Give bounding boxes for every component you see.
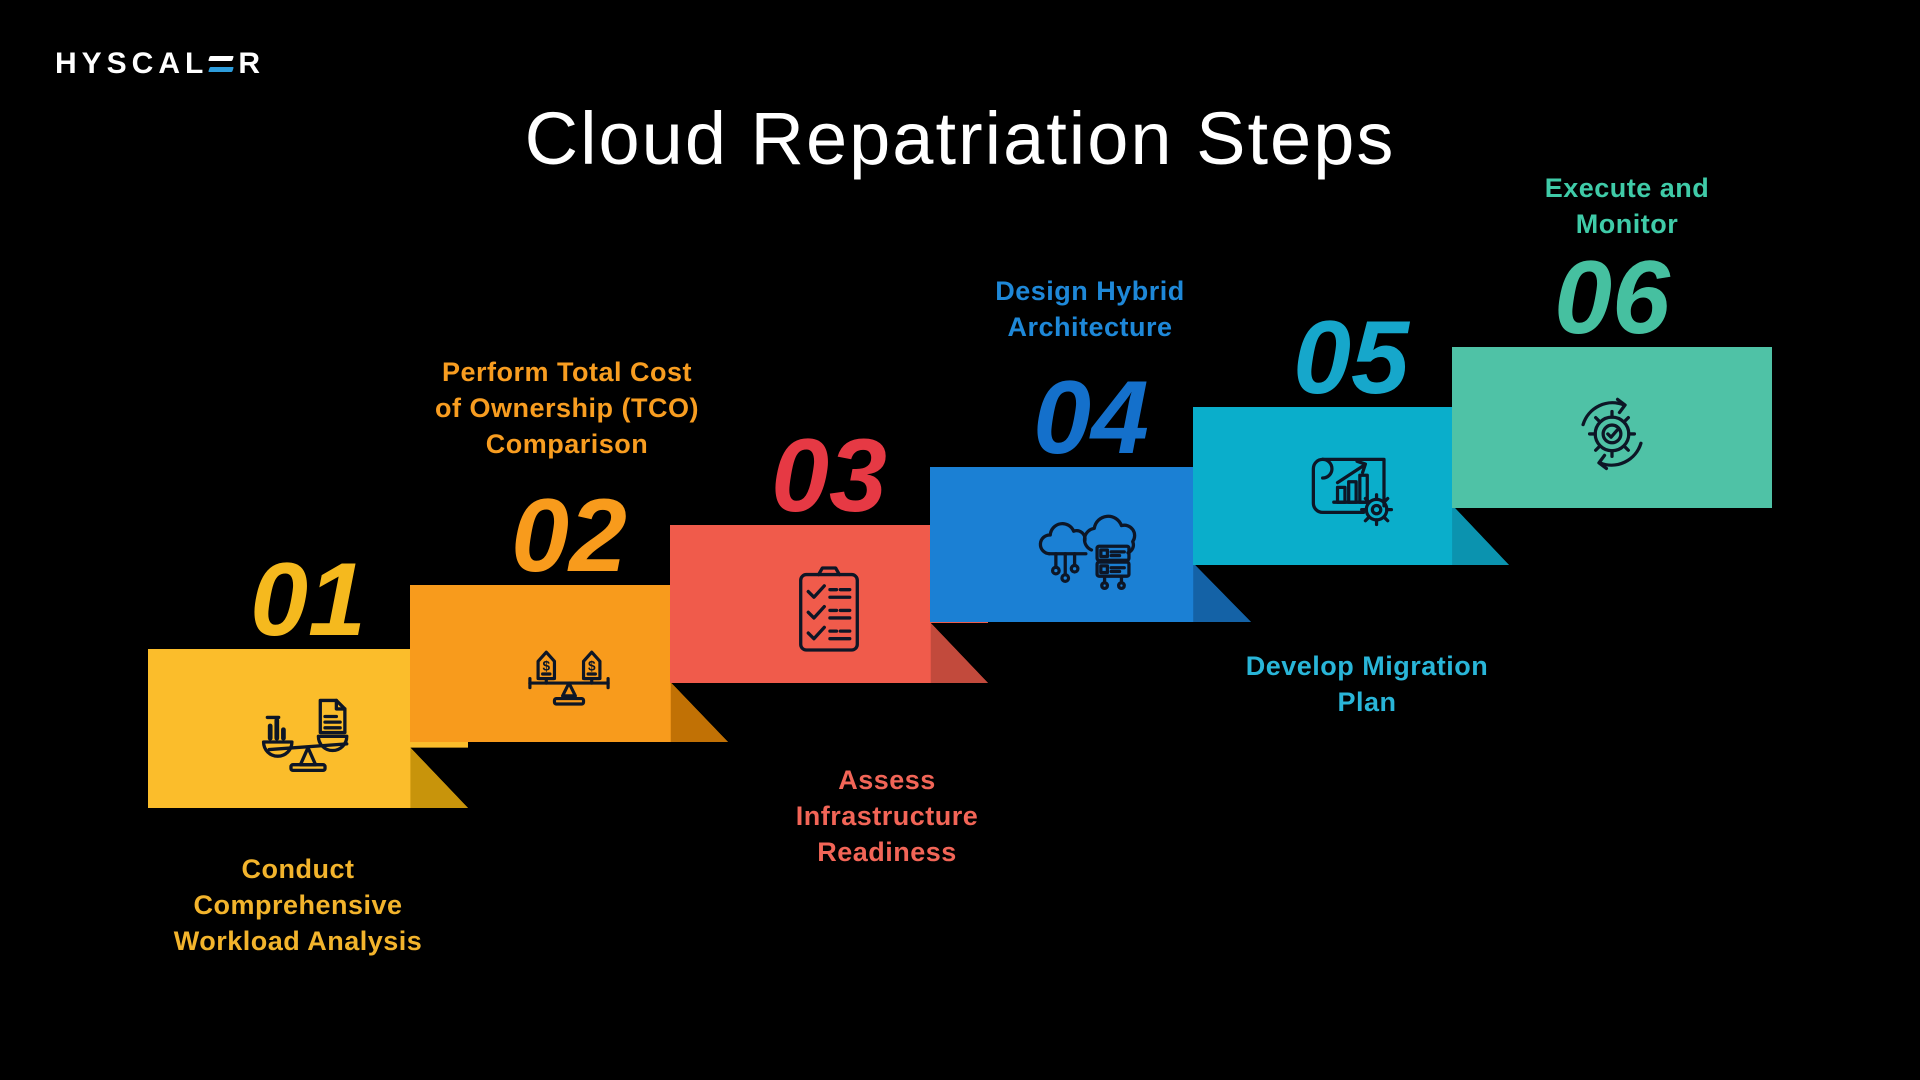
logo-text-prefix: HYSCAL: [55, 47, 209, 80]
logo-stylized-e-icon: [208, 49, 235, 79]
step-number: 03: [771, 418, 887, 534]
step-block: [1452, 347, 1772, 508]
hybrid-cloud-network-icon: [930, 467, 1251, 622]
step-label: Conduct Comprehensive Workload Analysis: [173, 854, 423, 956]
checklist-clipboard-icon: [670, 525, 988, 683]
workload-analysis-scale-icon: [148, 649, 468, 808]
step-number: 04: [1033, 360, 1149, 476]
svg-text:$: $: [542, 658, 550, 673]
step-number: 02: [511, 478, 627, 594]
step-number: 01: [250, 542, 366, 658]
step-label: Design Hybrid Architecture: [995, 276, 1185, 342]
cost-comparison-balance-icon: $ $: [410, 585, 728, 742]
step-label: Assess Infrastructure Readiness: [795, 765, 979, 867]
migration-blueprint-icon: [1193, 407, 1509, 565]
execute-monitor-cycle-icon: [1452, 347, 1772, 508]
hyscaler-logo: HYSCAL R: [55, 47, 265, 81]
step-label: Develop Migration Plan: [1245, 651, 1489, 717]
page-title: Cloud Repatriation Steps: [524, 97, 1396, 180]
svg-text:$: $: [588, 658, 596, 673]
step-label: Perform Total Cost of Ownership (TCO) Co…: [435, 357, 699, 459]
step-label: Execute and Monitor: [1544, 173, 1710, 239]
step-number: 06: [1554, 240, 1670, 356]
logo-text-suffix: R: [238, 47, 266, 80]
step-number: 05: [1293, 300, 1409, 416]
